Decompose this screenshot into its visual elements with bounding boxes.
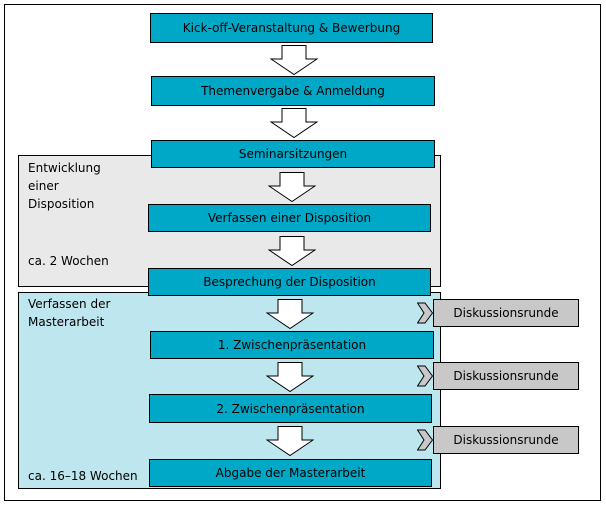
down-arrow-icon	[268, 172, 316, 202]
phase-masterarbeit-title: Verfassen der Masterarbeit	[28, 297, 111, 329]
discussion-round-1: Diskussionsrunde	[417, 299, 579, 327]
down-arrow-icon	[266, 426, 314, 456]
down-arrow-icon	[270, 45, 318, 75]
discussion-round-3: Diskussionsrunde	[417, 426, 579, 454]
step-themenvergabe: Themenvergabe & Anmeldung	[151, 76, 435, 106]
chevron-right-icon	[417, 302, 433, 324]
step-seminarsitzungen: Seminarsitzungen	[151, 140, 435, 168]
step-kickoff: Kick-off-Veranstaltung & Bewerbung	[150, 13, 433, 43]
down-arrow-icon	[268, 236, 316, 266]
discussion-round-label: Diskussionsrunde	[433, 362, 579, 390]
phase-disposition-title: Entwicklung einer Disposition	[28, 161, 101, 211]
chevron-right-icon	[417, 429, 433, 451]
down-arrow-icon	[266, 299, 314, 329]
down-arrow-icon	[270, 108, 318, 138]
phase-masterarbeit-duration: ca. 16–18 Wochen	[28, 469, 138, 483]
discussion-round-2: Diskussionsrunde	[417, 362, 579, 390]
discussion-round-label: Diskussionsrunde	[433, 299, 579, 327]
step-zwischenpraesentation-1: 1. Zwischenpräsentation	[150, 331, 434, 359]
diagram-frame	[4, 4, 601, 501]
chevron-right-icon	[417, 365, 433, 387]
discussion-round-label: Diskussionsrunde	[433, 426, 579, 454]
step-abgabe: Abgabe der Masterarbeit	[149, 459, 432, 487]
step-disposition-besprechung: Besprechung der Disposition	[148, 268, 431, 296]
phase-disposition-duration: ca. 2 Wochen	[28, 254, 109, 268]
down-arrow-icon	[266, 362, 314, 392]
step-zwischenpraesentation-2: 2. Zwischenpräsentation	[149, 394, 432, 423]
step-disposition-verfassen: Verfassen einer Disposition	[148, 204, 431, 232]
